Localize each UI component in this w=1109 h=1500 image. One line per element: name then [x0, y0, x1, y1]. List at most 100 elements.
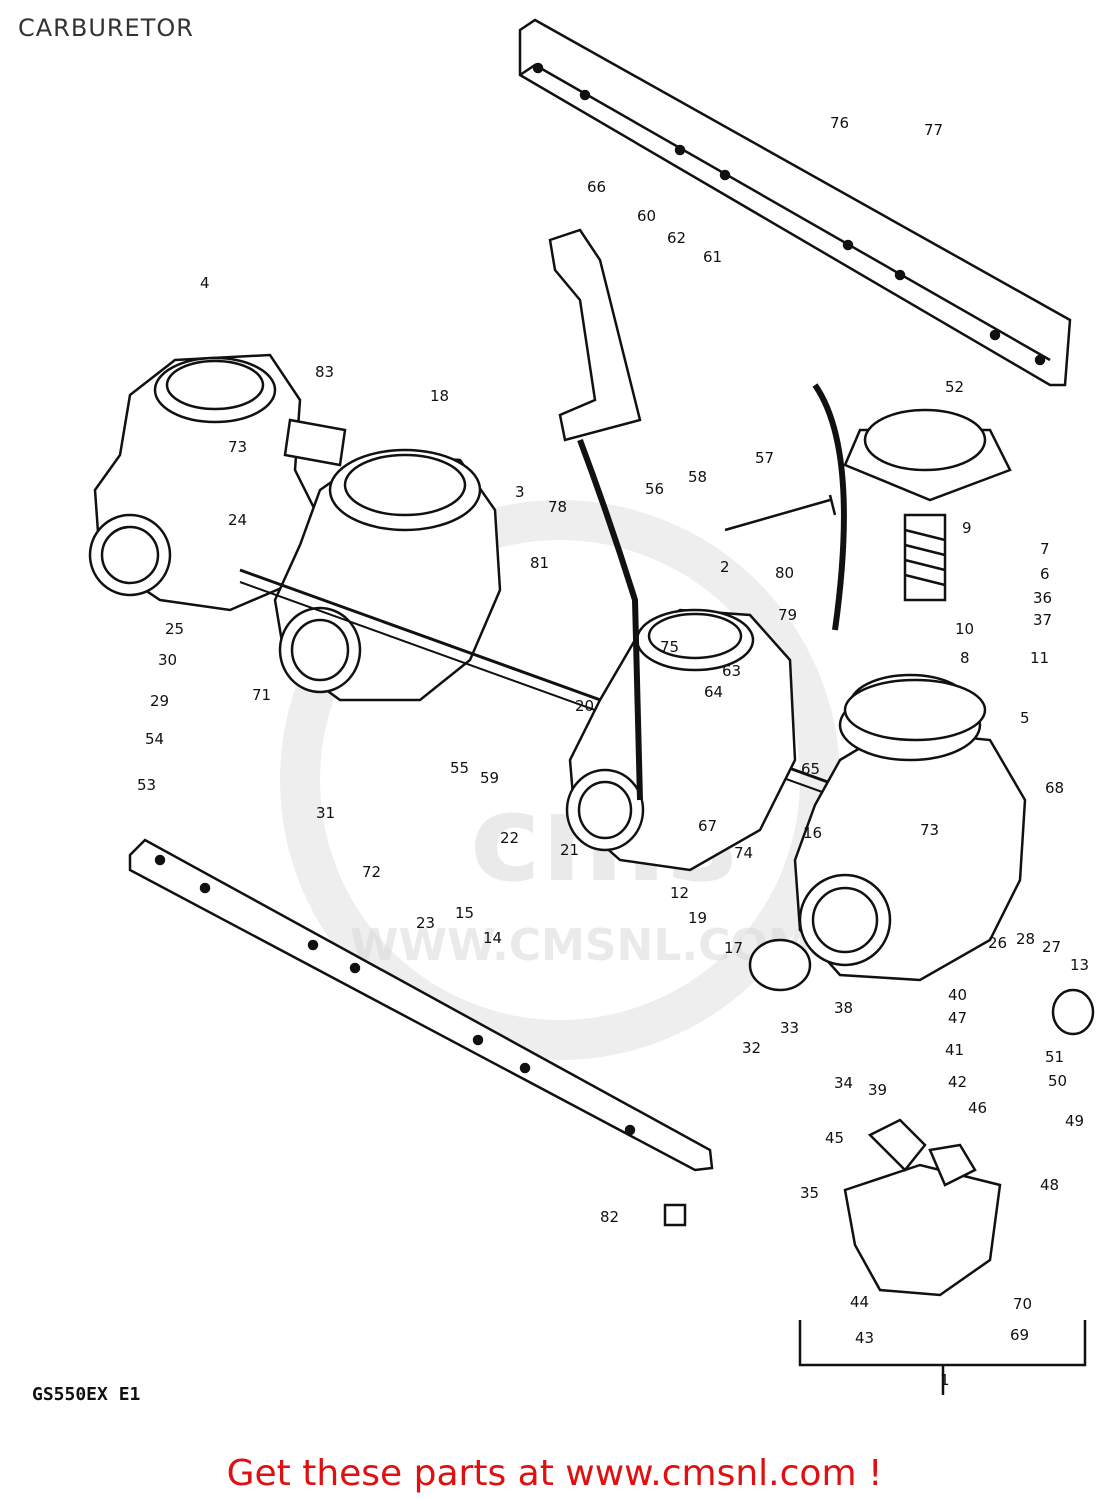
part-callout-69: 69 [1010, 1326, 1029, 1344]
part-callout-52: 52 [945, 378, 964, 396]
watermark-url: WWW.CMSNL.COM [350, 920, 812, 971]
part-callout-35: 35 [800, 1184, 819, 1202]
vent-hose [577, 438, 643, 801]
part-callout-63: 63 [722, 662, 741, 680]
part-callout-47: 47 [948, 1009, 967, 1027]
part-callout-25: 25 [165, 620, 184, 638]
part-callout-13: 13 [1070, 956, 1089, 974]
part-callout-59: 59 [480, 769, 499, 787]
carburetor-body-center-right [565, 608, 797, 872]
part-callout-53: 53 [137, 776, 156, 794]
part-callout-labels: 1234567891011121314151617181920212223242… [137, 114, 1089, 1389]
part-callout-26: 26 [988, 934, 1007, 952]
part-callout-76: 76 [830, 114, 849, 132]
part-callout-16: 16 [803, 824, 822, 842]
part-callout-42: 42 [948, 1073, 967, 1091]
part-callout-83: 83 [315, 363, 334, 381]
part-callout-68: 68 [1045, 779, 1064, 797]
part-callout-15: 15 [455, 904, 474, 922]
carburetor-body-left [88, 353, 347, 612]
part-callout-4: 4 [200, 274, 210, 292]
bottom-mounting-rail [128, 838, 714, 1172]
cap-part [1051, 988, 1095, 1036]
part-callout-31: 31 [316, 804, 335, 822]
part-callout-79: 79 [778, 606, 797, 624]
part-callout-33: 33 [780, 1019, 799, 1037]
part-callout-40: 40 [948, 986, 967, 1004]
carburetor-body-right [793, 673, 1027, 982]
parts-group-bracket [798, 1320, 1087, 1367]
part-callout-20: 20 [575, 697, 594, 715]
part-callout-7: 7 [1040, 540, 1050, 558]
part-callout-46: 46 [968, 1099, 987, 1117]
part-callout-65: 65 [801, 760, 820, 778]
part-callout-72: 72 [362, 863, 381, 881]
part-callout-23: 23 [416, 914, 435, 932]
part-callout-55: 55 [450, 759, 469, 777]
part-callout-75: 75 [660, 638, 679, 656]
part-callout-73: 73 [228, 438, 247, 456]
part-callout-2: 2 [720, 558, 730, 576]
part-callout-41: 41 [945, 1041, 964, 1059]
part-callout-29: 29 [150, 692, 169, 710]
part-callout-49: 49 [1065, 1112, 1084, 1130]
part-callout-60: 60 [637, 207, 656, 225]
part-callout-78: 78 [548, 498, 567, 516]
part-callout-22: 22 [500, 829, 519, 847]
get-parts-link[interactable]: Get these parts at www.cmsnl.com ! [226, 1453, 883, 1494]
part-callout-64: 64 [704, 683, 723, 701]
part-callout-45: 45 [825, 1129, 844, 1147]
part-callout-19: 19 [688, 909, 707, 927]
part-callout-61: 61 [703, 248, 722, 266]
part-callout-10: 10 [955, 620, 974, 638]
part-callout-36: 36 [1033, 589, 1052, 607]
model-code-label: GS550EX E1 [32, 1384, 141, 1405]
part-callout-70: 70 [1013, 1295, 1032, 1313]
drawing-lines [88, 18, 1095, 1395]
part-callout-48: 48 [1040, 1176, 1059, 1194]
part-callout-6: 6 [1040, 565, 1050, 583]
diaphragm-cover-exploded [843, 408, 1012, 742]
part-callout-9: 9 [962, 519, 972, 537]
float-bowl-exploded [843, 1118, 1002, 1297]
carburetor-body-center-left [273, 448, 502, 702]
part-callout-73: 73 [920, 821, 939, 839]
part-callout-24: 24 [228, 511, 247, 529]
part-callout-34: 34 [834, 1074, 853, 1092]
part-callout-18: 18 [430, 387, 449, 405]
part-callout-12: 12 [670, 884, 689, 902]
part-callout-44: 44 [850, 1293, 869, 1311]
part-callout-27: 27 [1042, 938, 1061, 956]
part-callout-30: 30 [158, 651, 177, 669]
part-callout-38: 38 [834, 999, 853, 1017]
idle-adjust-screw [724, 494, 837, 532]
part-callout-56: 56 [645, 480, 664, 498]
part-callout-17: 17 [724, 939, 743, 957]
part-callout-57: 57 [755, 449, 774, 467]
throttle-cable-bracket [548, 228, 642, 442]
part-callout-51: 51 [1045, 1048, 1064, 1066]
part-callout-1: 1 [940, 1371, 950, 1389]
part-callout-43: 43 [855, 1329, 874, 1347]
overflow-hose [812, 383, 847, 631]
part-callout-5: 5 [1020, 709, 1030, 727]
part-callout-3: 3 [515, 483, 525, 501]
part-callout-32: 32 [742, 1039, 761, 1057]
part-callout-82: 82 [600, 1208, 619, 1226]
top-mounting-rail [518, 18, 1072, 387]
cover-plate [748, 938, 812, 992]
part-callout-67: 67 [698, 817, 717, 835]
part-callout-28: 28 [1016, 930, 1035, 948]
part-callout-21: 21 [560, 841, 579, 859]
part-callout-50: 50 [1048, 1072, 1067, 1090]
part-callout-58: 58 [688, 468, 707, 486]
part-callout-54: 54 [145, 730, 164, 748]
part-callout-14: 14 [483, 929, 502, 947]
part-callout-80: 80 [775, 564, 794, 582]
part-callout-8: 8 [960, 649, 970, 667]
part-callout-74: 74 [734, 844, 753, 862]
diagram-title: CARBURETOR [18, 14, 194, 42]
part-callout-11: 11 [1030, 649, 1049, 667]
part-callout-37: 37 [1033, 611, 1052, 629]
